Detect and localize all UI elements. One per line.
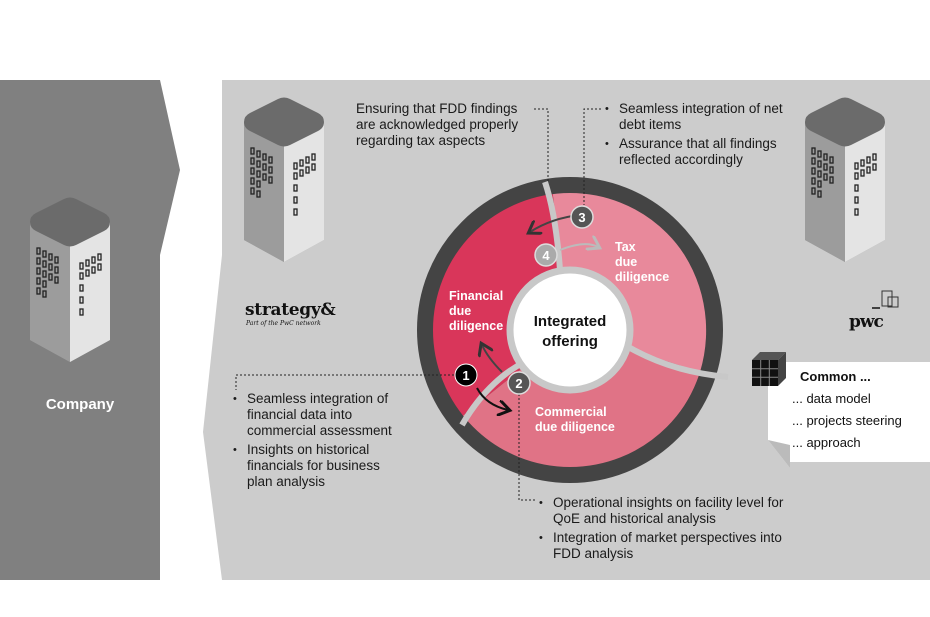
callout-line: plan analysis	[247, 474, 326, 489]
center-label: Integrated offering	[510, 312, 630, 352]
tax-label-line: due	[615, 255, 638, 269]
center-label-line: Integrated	[533, 313, 607, 330]
common-item: ... projects steering	[792, 413, 902, 428]
callout-step2: Operational insights on facility level f…	[539, 495, 783, 565]
center-circle	[506, 266, 634, 394]
step-badge-3[interactable]: 3	[570, 205, 594, 229]
callout-line: Integration of market perspectives into	[553, 530, 782, 545]
pwc-logo: pwc	[849, 312, 884, 332]
callout-line: Seamless integration of net	[619, 101, 783, 116]
integrated-wheel	[417, 177, 729, 483]
callout-bullet: Integration of market perspectives intoF…	[539, 530, 783, 562]
financial-label-line: due	[449, 304, 472, 318]
callout-line: commercial assessment	[247, 423, 392, 438]
callout-line: financials for business	[247, 458, 380, 473]
callout-line: FDD analysis	[553, 546, 634, 561]
arrow-4-to-tax	[559, 244, 598, 251]
callout-line: Ensuring that FDD findings	[356, 101, 518, 116]
strategy-tagline: Part of the PwC network	[246, 320, 321, 327]
commercial-label-line: due diligence	[535, 420, 615, 434]
pwc-building-icon	[804, 96, 886, 263]
commercial-label: Commercial due diligence	[535, 405, 615, 435]
callout-line: Operational insights on facility level f…	[553, 495, 784, 510]
center-label-line: offering	[542, 333, 598, 350]
callout-line: debt items	[619, 117, 682, 132]
arrow-1-to-commercial	[476, 387, 508, 410]
tax-label-line: diligence	[615, 270, 670, 284]
arrow-2-to-financial	[482, 345, 503, 373]
callout-line: reflected accordingly	[619, 152, 743, 167]
common-title: Common ...	[800, 369, 871, 384]
tax-label-line: Tax	[615, 240, 636, 254]
svg-text:4: 4	[542, 248, 550, 263]
svg-text:3: 3	[578, 210, 585, 225]
callout-line: Insights on historical	[247, 442, 370, 457]
strategy-building-icon	[243, 96, 325, 263]
company-building-icon	[29, 196, 111, 363]
callout-line: Seamless integration of	[247, 391, 389, 406]
callout-line: are acknowledged properly	[356, 117, 519, 132]
pwc-logo-mark-icon	[872, 290, 899, 309]
callout-line: QoE and historical analysis	[553, 511, 716, 526]
cube-icon	[752, 352, 786, 386]
common-item: ... data model	[792, 391, 871, 406]
financial-label: Financial due diligence	[449, 289, 503, 334]
connector-lines	[235, 108, 601, 501]
company-label: Company	[45, 396, 115, 413]
svg-text:1: 1	[462, 368, 469, 383]
step-badge-4[interactable]: 4	[534, 243, 558, 267]
common-item: ... approach	[792, 435, 861, 450]
callout-line: financial data into	[247, 407, 353, 422]
callout-bullet: Operational insights on facility level f…	[539, 495, 783, 527]
callout-line: regarding tax aspects	[356, 133, 486, 148]
strategy-logo: strategy&	[245, 300, 336, 320]
svg-text:2: 2	[515, 376, 522, 391]
callout-line: Assurance that all findings	[619, 136, 777, 151]
step-badge-1[interactable]: 1	[454, 363, 478, 387]
financial-label-line: diligence	[449, 319, 504, 333]
tax-label: Tax due diligence	[615, 240, 669, 285]
commercial-segment	[455, 330, 700, 472]
callout-step4: Ensuring that FDD findings are acknowled…	[356, 101, 518, 149]
step-badge-2[interactable]: 2	[507, 371, 531, 395]
common-box	[768, 362, 930, 468]
financial-label-line: Financial	[449, 289, 504, 303]
commercial-label-line: Commercial	[535, 405, 607, 419]
common-panel: Common ... ... data model ... projects s…	[770, 362, 930, 462]
